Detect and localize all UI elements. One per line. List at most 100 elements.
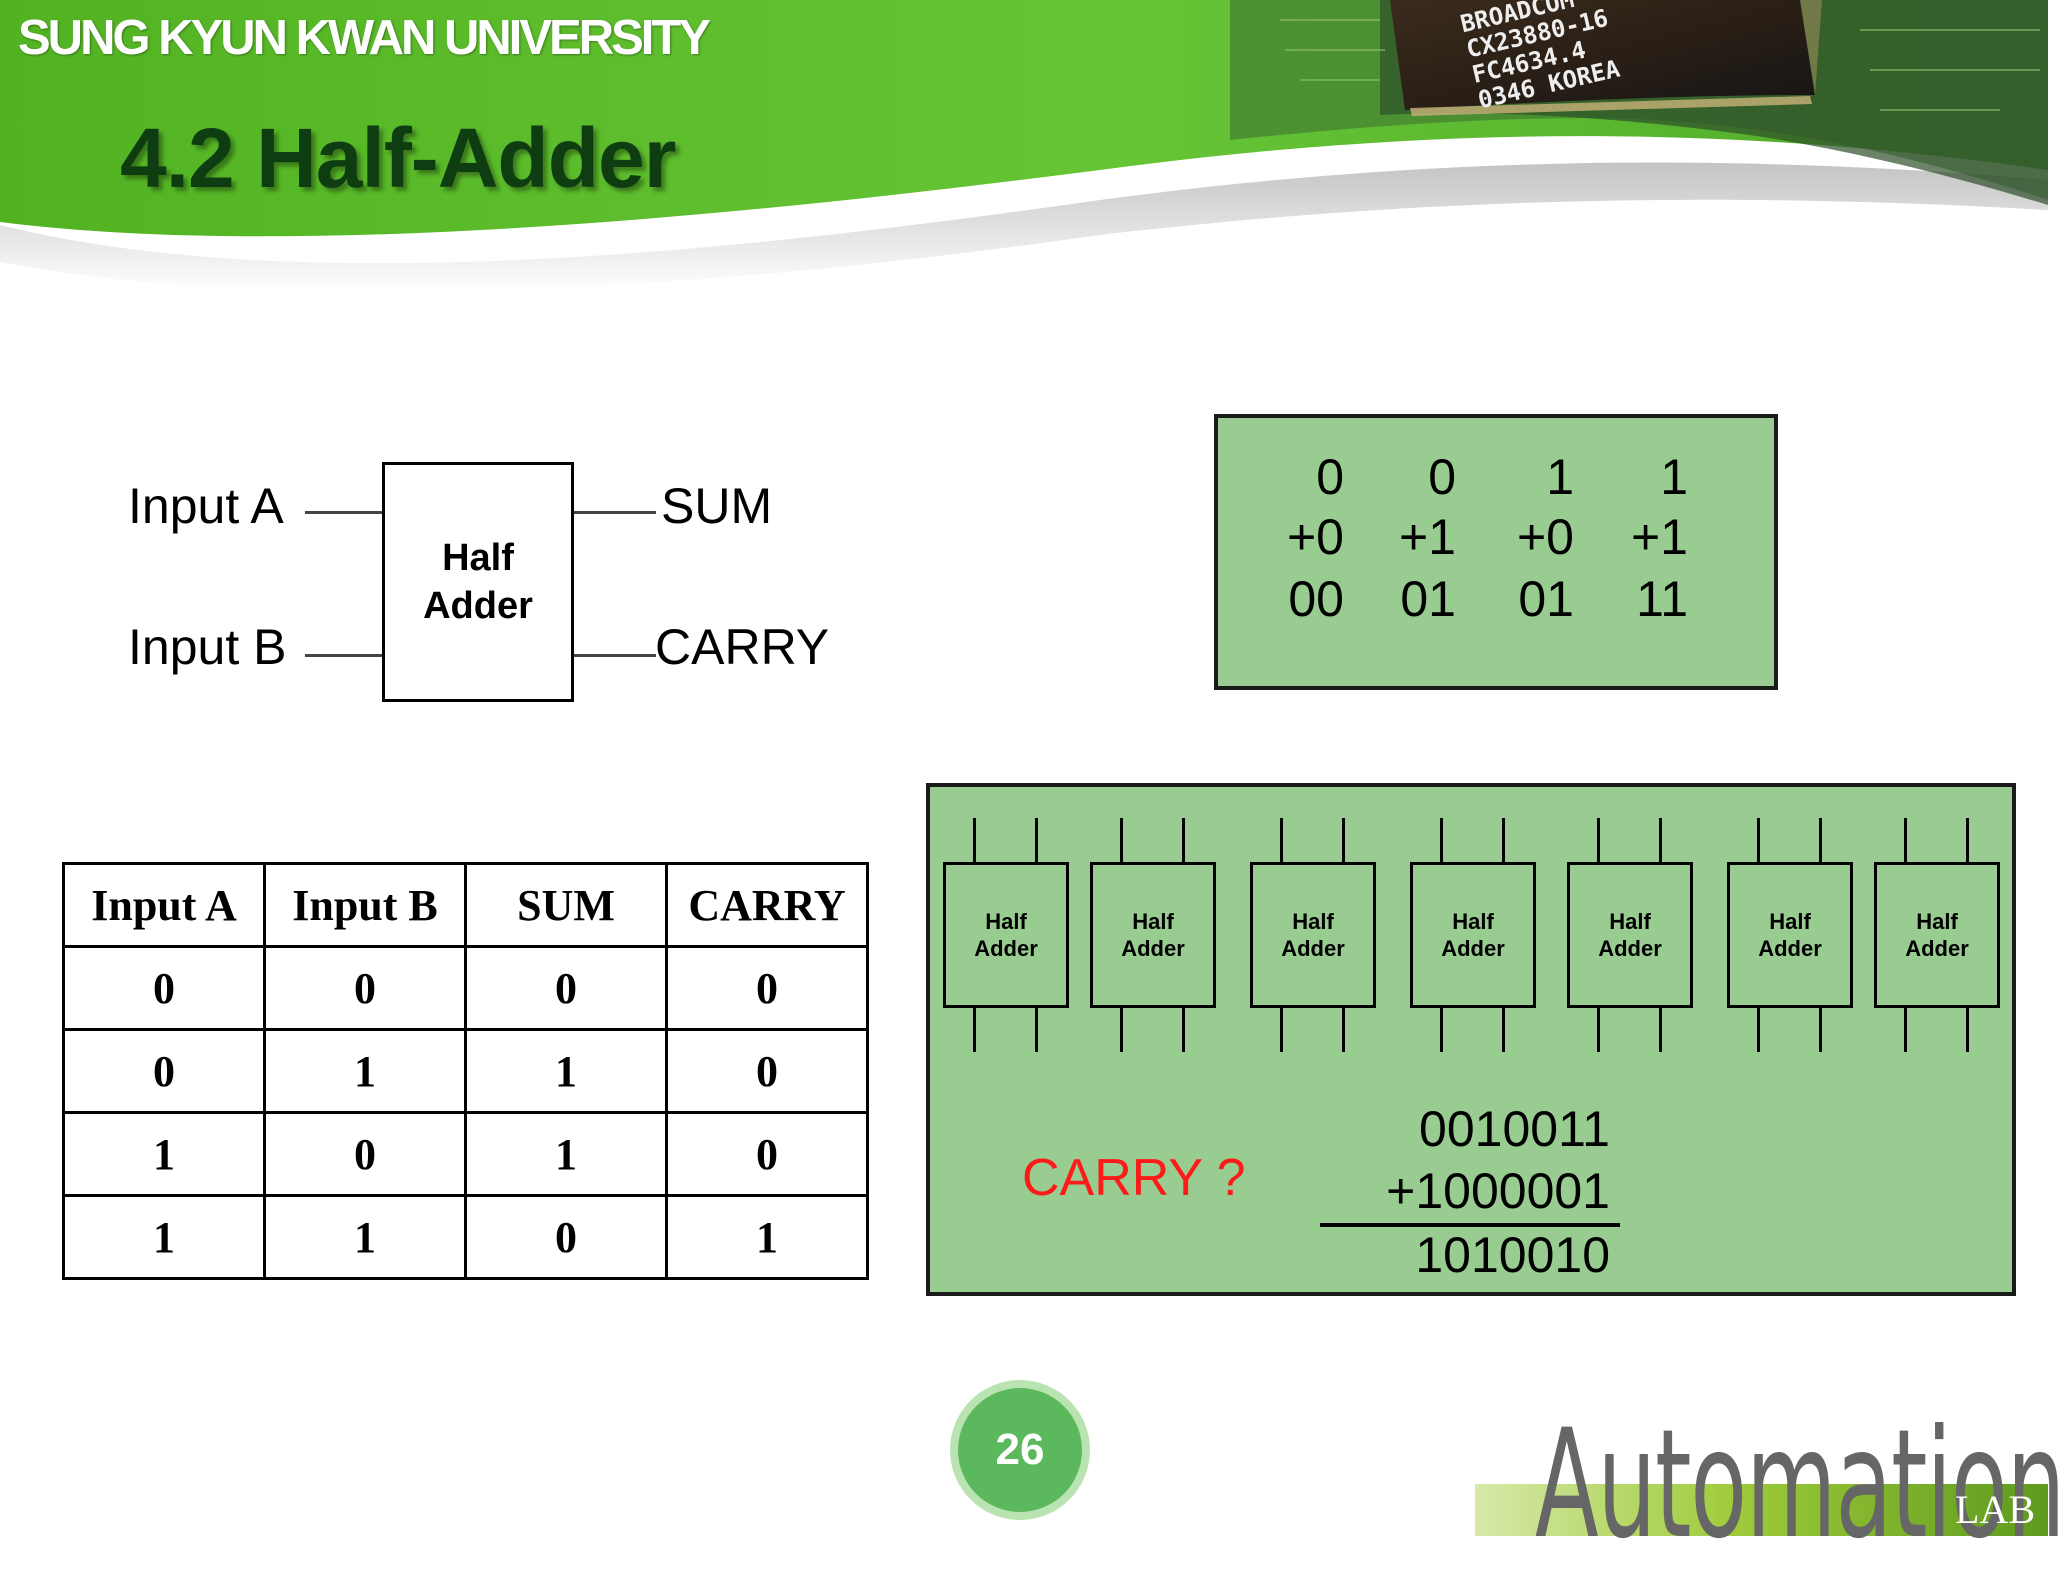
sum-grid-cell: 11 — [1636, 571, 1688, 627]
header-input-a: Input A — [62, 862, 266, 948]
automation-logo-text: Automation — [1535, 1398, 2064, 1572]
sum-grid-cell: +1 — [1398, 509, 1456, 565]
chain-half-adder-line1: Half — [1292, 909, 1334, 934]
table-cell: 0 — [665, 1111, 869, 1197]
header-input-b: Input B — [263, 862, 467, 948]
truth-table: Input A Input B SUM CARRY 0 0 0 0 0 1 1 … — [62, 862, 869, 1280]
input-b-label: Input B — [128, 619, 287, 675]
chain-half-adder-line1: Half — [985, 909, 1027, 934]
table-cell: 1 — [464, 1028, 668, 1114]
chain-pin — [1757, 818, 1760, 862]
binary-operand-1: 0010011 — [1419, 1101, 1610, 1157]
lab-logo-text: LAB — [1955, 1487, 2035, 1532]
addition-line — [1320, 1223, 1620, 1227]
table-cell: 0 — [665, 945, 869, 1031]
chain-half-adder-line2: Adder — [1281, 936, 1345, 961]
chain-pin — [1597, 1008, 1600, 1052]
chain-pin — [1342, 1008, 1345, 1052]
table-cell: 0 — [263, 945, 467, 1031]
sum-grid-cell: 0 — [1316, 449, 1344, 505]
chain-half-adder-line2: Adder — [1598, 936, 1662, 961]
table-cell: 0 — [62, 1028, 266, 1114]
half-adder-block: Half Adder — [382, 462, 574, 702]
sum-wire — [574, 511, 656, 514]
chain-pin — [1440, 818, 1443, 862]
binary-sums-panel — [1214, 414, 1778, 690]
page-number: 26 — [958, 1388, 1082, 1512]
chain-pin — [1035, 1008, 1038, 1052]
chain-half-adder-line2: Adder — [1121, 936, 1185, 961]
table-row: 0 0 0 0 — [62, 945, 869, 1031]
chain-pin — [1904, 1008, 1907, 1052]
chain-pin — [973, 818, 976, 862]
table-cell: 1 — [464, 1111, 668, 1197]
carry-output-label: CARRY — [655, 619, 830, 675]
table-row: 0 1 1 0 — [62, 1028, 869, 1114]
chain-pin — [1280, 818, 1283, 862]
input-a-label: Input A — [128, 478, 284, 534]
chain-half-adder-line2: Adder — [974, 936, 1038, 961]
half-adder-label-line1: Half — [442, 537, 514, 579]
chain-half-adder-line1: Half — [1609, 909, 1651, 934]
sum-grid-cell: 1 — [1660, 449, 1688, 505]
table-cell: 0 — [464, 945, 668, 1031]
sum-grid-cell: +0 — [1286, 509, 1344, 565]
sum-grid-cell: +0 — [1516, 509, 1574, 565]
chain-half-adder-line1: Half — [1769, 909, 1811, 934]
chain-pin — [1904, 818, 1907, 862]
university-name: SUNG KYUN KWAN UNIVERSITY — [18, 11, 711, 65]
table-row: 1 1 0 1 — [62, 1194, 869, 1280]
binary-result: 1010010 — [1415, 1227, 1610, 1283]
half-adder-label-line2: Adder — [423, 585, 533, 627]
sum-grid-cell: +1 — [1630, 509, 1688, 565]
chain-half-adder-line1: Half — [1452, 909, 1494, 934]
chain-half-adder-line1: Half — [1916, 909, 1958, 934]
carry-wire — [574, 654, 656, 657]
table-cell: 1 — [665, 1194, 869, 1280]
sum-output-label: SUM — [661, 478, 773, 534]
header-banner — [0, 0, 2048, 293]
chain-half-adder-line1: Half — [1132, 909, 1174, 934]
chain-pin — [1659, 818, 1662, 862]
chain-pin — [1120, 818, 1123, 862]
chain-pin — [1182, 1008, 1185, 1052]
chain-half-adder-line2: Adder — [1758, 936, 1822, 961]
sum-grid-cell: 00 — [1288, 571, 1344, 627]
chain-pin — [1966, 1008, 1969, 1052]
chain-pin — [1502, 1008, 1505, 1052]
binary-operand-2: +1000001 — [1386, 1163, 1610, 1219]
sum-grid-cell: 1 — [1546, 449, 1574, 505]
header-sum: SUM — [464, 862, 668, 948]
table-row: 1 0 1 0 — [62, 1111, 869, 1197]
chain-pin — [1757, 1008, 1760, 1052]
truth-table-header: Input A Input B SUM CARRY — [62, 862, 869, 948]
table-cell: 0 — [665, 1028, 869, 1114]
input-a-wire — [305, 511, 382, 514]
chain-half-adder-line2: Adder — [1441, 936, 1505, 961]
table-cell: 1 — [62, 1111, 266, 1197]
header-carry: CARRY — [665, 862, 869, 948]
chain-pin — [1819, 818, 1822, 862]
logo-bar — [1475, 1484, 2048, 1536]
input-b-wire — [305, 654, 382, 657]
chain-pin — [1342, 818, 1345, 862]
chain-pin — [1182, 818, 1185, 862]
sum-grid-cell: 01 — [1518, 571, 1574, 627]
chain-pin — [1502, 818, 1505, 862]
sum-grid-cell: 0 — [1428, 449, 1456, 505]
table-cell: 0 — [263, 1111, 467, 1197]
chain-half-adder-line2: Adder — [1905, 936, 1969, 961]
chain-pin — [1280, 1008, 1283, 1052]
chain-pin — [1440, 1008, 1443, 1052]
chain-pin — [1035, 818, 1038, 862]
carry-question: CARRY ? — [1022, 1149, 1246, 1207]
table-cell: 0 — [62, 945, 266, 1031]
